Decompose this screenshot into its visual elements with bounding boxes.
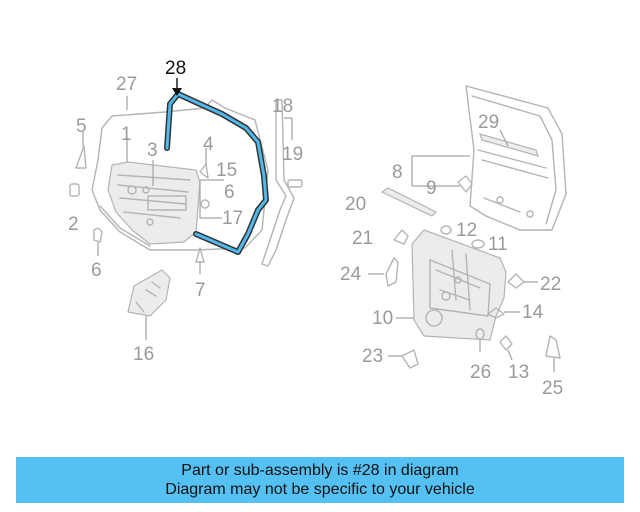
part-27-door-frame bbox=[91, 99, 269, 251]
callout-21: 21 bbox=[352, 228, 373, 249]
callout-19: 19 bbox=[282, 144, 303, 165]
part-19-clip bbox=[287, 179, 303, 188]
callout-12: 12 bbox=[456, 220, 477, 241]
callout-13: 13 bbox=[508, 362, 529, 383]
callout-6b: 6 bbox=[91, 260, 102, 281]
callout-9: 9 bbox=[426, 178, 437, 199]
right-door-assembly bbox=[368, 85, 567, 372]
part-16-bracket bbox=[127, 269, 171, 317]
part-18-channel bbox=[261, 99, 295, 267]
callout-23: 23 bbox=[362, 346, 383, 367]
callout-20: 20 bbox=[345, 194, 366, 215]
part-9-regulator-clip bbox=[457, 175, 473, 193]
part-2-clip bbox=[69, 183, 80, 197]
part-21-clip bbox=[393, 229, 409, 245]
part-4-clip bbox=[199, 163, 209, 179]
part-11-grommet bbox=[471, 239, 485, 249]
banner-line-disclaimer: Diagram may not be specific to your vehi… bbox=[165, 481, 475, 498]
callout-24: 24 bbox=[340, 264, 362, 285]
part-20-strip bbox=[380, 187, 438, 217]
part-29-door-shell bbox=[465, 85, 567, 231]
part-22-clip bbox=[507, 273, 525, 289]
callout-17: 17 bbox=[222, 208, 243, 229]
callout-11: 11 bbox=[488, 234, 508, 255]
part-25-trim bbox=[545, 335, 561, 359]
part-6-grommet bbox=[200, 199, 210, 209]
part-info-banner: Part or sub-assembly is #28 in diagram D… bbox=[16, 457, 624, 503]
callout-1: 1 bbox=[121, 124, 132, 145]
part-10-trim-panel bbox=[411, 229, 507, 341]
callout-5: 5 bbox=[76, 116, 87, 137]
callout-29: 29 bbox=[478, 112, 499, 133]
callout-28: 28 bbox=[165, 58, 186, 79]
part-14-clip bbox=[487, 307, 505, 319]
banner-line-part: Part or sub-assembly is #28 in diagram bbox=[181, 462, 459, 479]
callout-2: 2 bbox=[68, 214, 79, 235]
part-23-bracket bbox=[401, 349, 419, 369]
callout-26: 26 bbox=[470, 362, 491, 383]
part-5-trim bbox=[75, 145, 87, 169]
part-6-plug bbox=[93, 227, 103, 243]
callout-6: 6 bbox=[224, 182, 235, 203]
callout-27: 27 bbox=[116, 74, 137, 95]
callout-10: 10 bbox=[372, 308, 393, 329]
part-12-grommet bbox=[440, 225, 452, 235]
callout-22: 22 bbox=[540, 274, 561, 295]
part-13-screw bbox=[499, 335, 513, 351]
callout-3: 3 bbox=[147, 140, 158, 161]
callout-25: 25 bbox=[542, 378, 563, 399]
callout-4: 4 bbox=[203, 134, 214, 155]
part-24-handle bbox=[385, 257, 399, 287]
callout-14: 14 bbox=[522, 302, 544, 323]
callout-8: 8 bbox=[392, 162, 403, 183]
callout-16: 16 bbox=[133, 344, 154, 365]
part-26-grommet bbox=[475, 328, 485, 340]
left-door-assembly bbox=[69, 78, 303, 340]
callout-7: 7 bbox=[195, 280, 206, 301]
callout-15: 15 bbox=[216, 160, 237, 181]
parts-diagram: 28 27 5 1 3 4 15 6 17 2 6 7 16 18 19 29 … bbox=[68, 58, 567, 399]
part-1-door-panel bbox=[107, 161, 201, 245]
callout-18: 18 bbox=[272, 96, 293, 117]
